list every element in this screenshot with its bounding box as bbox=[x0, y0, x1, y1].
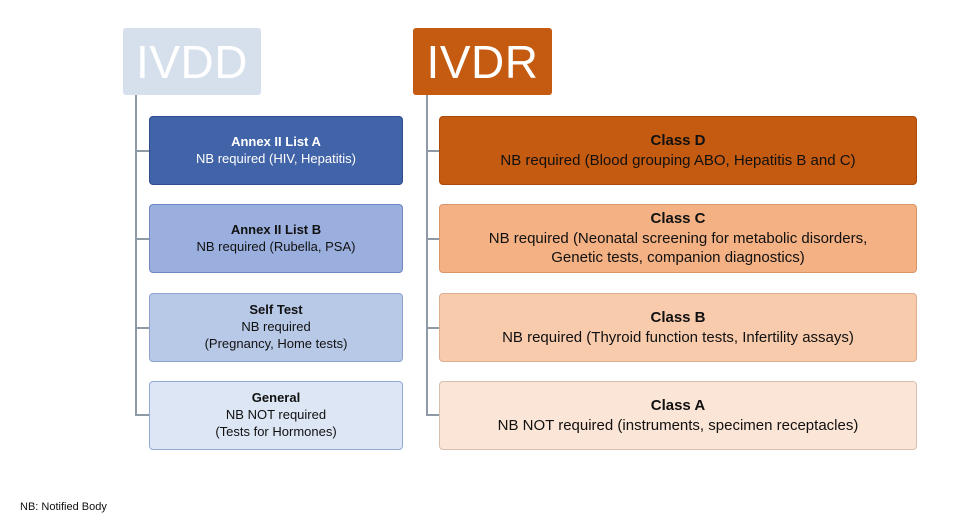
box-title: Annex II List B bbox=[230, 221, 322, 237]
ivdr-connector-a bbox=[426, 414, 439, 416]
ivdd-connector-vertical bbox=[135, 95, 137, 415]
box-text: NB required (Neonatal screening for meta… bbox=[488, 229, 868, 247]
box-text: NB required (HIV, Hepatitis) bbox=[196, 150, 356, 166]
box-text: NB NOT required (instruments, specimen r… bbox=[497, 416, 859, 434]
ivdr-class-a: Class A NB NOT required (instruments, sp… bbox=[439, 381, 917, 450]
ivdd-connector-a bbox=[135, 150, 149, 152]
box-title: Annex II List A bbox=[231, 133, 321, 149]
box-title: General bbox=[251, 390, 301, 406]
footnote: NB: Notified Body bbox=[20, 501, 107, 513]
box-text: (Tests for Hormones) bbox=[215, 423, 337, 439]
box-text: NB required (Thyroid function tests, Inf… bbox=[502, 328, 854, 346]
box-text: NB required (Rubella, PSA) bbox=[196, 238, 356, 254]
ivdr-connector-b bbox=[426, 327, 439, 329]
box-text: NB required bbox=[241, 319, 311, 335]
box-text: Genetic tests, companion diagnostics) bbox=[551, 249, 805, 267]
box-text: NB required (Blood grouping ABO, Hepatit… bbox=[500, 151, 856, 169]
ivdd-general: General NB NOT required (Tests for Hormo… bbox=[149, 381, 403, 450]
box-title: Class B bbox=[650, 309, 706, 326]
box-text: NB NOT required bbox=[225, 407, 327, 423]
ivdd-connector-d bbox=[135, 414, 149, 416]
box-text: (Pregnancy, Home tests) bbox=[204, 335, 348, 351]
ivdr-connector-c bbox=[426, 238, 439, 240]
ivdd-connector-b bbox=[135, 238, 149, 240]
ivdr-class-b: Class B NB required (Thyroid function te… bbox=[439, 293, 917, 362]
ivdd-self-test: Self Test NB required (Pregnancy, Home t… bbox=[149, 293, 403, 362]
box-title: Class D bbox=[650, 132, 706, 149]
ivdd-annex-ii-list-b: Annex II List B NB required (Rubella, PS… bbox=[149, 204, 403, 273]
ivdr-header: IVDR bbox=[413, 28, 552, 95]
ivdr-connector-vertical bbox=[426, 95, 428, 415]
box-title: Class A bbox=[650, 397, 706, 414]
ivdd-annex-ii-list-a: Annex II List A NB required (HIV, Hepati… bbox=[149, 116, 403, 185]
box-title: Self Test bbox=[249, 302, 303, 318]
ivdd-header: IVDD bbox=[123, 28, 261, 95]
ivdd-connector-c bbox=[135, 327, 149, 329]
ivdr-connector-d bbox=[426, 150, 439, 152]
ivdr-class-c: Class C NB required (Neonatal screening … bbox=[439, 204, 917, 273]
box-title: Class C bbox=[650, 210, 706, 228]
ivdr-class-d: Class D NB required (Blood grouping ABO,… bbox=[439, 116, 917, 185]
